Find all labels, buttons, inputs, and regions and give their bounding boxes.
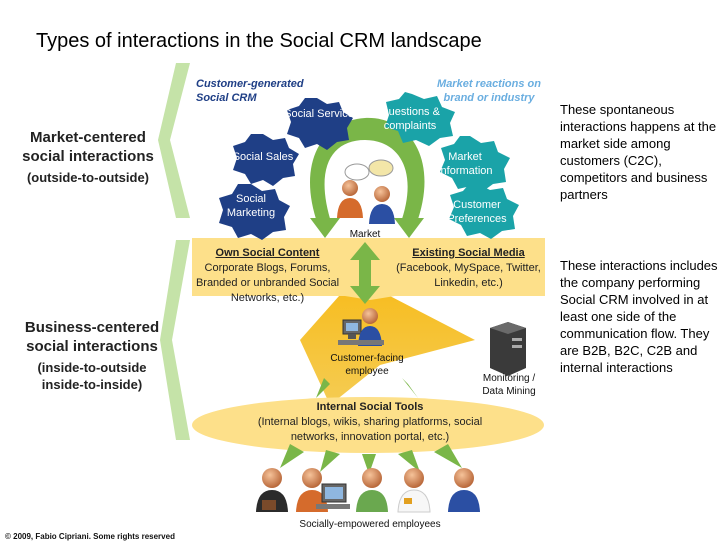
right-bottom-text: These interactions includes the company … [560,258,718,375]
gold-cone [300,278,475,405]
market-label: Market [349,229,381,240]
market-centered-label: Market-centered social interactions (out… [18,128,158,186]
tools-arrow-5 [434,444,462,468]
vertical-arrow-shaft [359,258,371,288]
business-centered-label: Business-centered social interactions (i… [22,318,162,393]
employee-arrow-right [402,378,418,398]
internal-tools-body: (Internal blogs, wikis, sharing platform… [257,416,483,443]
internal-tools-ellipse [192,397,544,453]
customer-generated-label: Customer-generated Social CRM [196,78,304,104]
tools-arrow-2 [320,450,340,472]
monitoring-server-icon [490,322,526,376]
social-sales-text: Social Sales [232,151,294,163]
internal-social-tools: Internal Social Tools (Internal blogs, w… [240,400,500,445]
tools-arrow-4 [398,450,420,472]
customer-facing-employee-icon [338,308,384,346]
page-title: Types of interactions in the Social CRM … [36,30,482,52]
right-top-text: These spontaneous interactions happens a… [560,102,717,202]
market-centered-sub: (outside-to-outside) [26,170,150,185]
star-customer-preferences [449,184,519,239]
arc-arrow-left [310,218,340,238]
business-brace [160,240,190,440]
employee-arrow-left [316,378,330,398]
existing-social-media-body: (Facebook, MySpace, Twitter, Linkedin, e… [396,262,541,289]
star-social-sales [233,134,299,186]
internal-tools-heading: Internal Social Tools [316,401,424,413]
customer-preferences-text: Customer Preferences [447,199,507,225]
own-social-content-body: Corporate Blogs, Forums, Branded or unbr… [195,262,340,304]
market-centered-heading: Market-centered social interactions [22,129,154,165]
market-customers-icon [337,159,395,224]
tools-arrow-1 [280,444,304,468]
star-social-service [287,98,353,150]
existing-social-media: Existing Social Media (Facebook, MySpace… [396,246,541,291]
vertical-arrow-down [350,286,380,304]
own-social-content: Own Social Content Corporate Blogs, Foru… [195,246,340,306]
employees-row-icon [256,468,480,513]
own-social-content-heading: Own Social Content [215,247,320,259]
vertical-arrow-up [350,242,380,260]
market-reactions-label: Market reactions on brand or industry [437,78,541,104]
social-marketing-text: Social Marketing [226,193,276,219]
business-centered-heading: Business-centered social interactions [24,319,160,355]
market-brace [158,63,190,218]
arc-arrow-right [394,218,424,238]
star-market-information [440,136,510,192]
customer-facing-employee-label: Customer-facing employee [330,353,404,377]
employees-label: Socially-empowered employees [299,519,441,530]
star-social-marketing [219,184,290,240]
monitoring-label: Monitoring / Data Mining [482,373,536,397]
tools-arrow-3 [362,454,376,474]
questions-complaints-text: Questions & complaints [380,106,440,132]
market-arc [310,117,425,225]
copyright-footer: © 2009, Fabio Cipriani. Some rights rese… [5,532,175,541]
market-information-text: Market Information [437,151,493,177]
business-centered-sub: (inside-to-outside inside-to-inside) [37,360,147,392]
star-questions-complaints [385,92,455,146]
social-service-text: Social Service [284,108,354,120]
existing-social-media-heading: Existing Social Media [412,247,525,259]
